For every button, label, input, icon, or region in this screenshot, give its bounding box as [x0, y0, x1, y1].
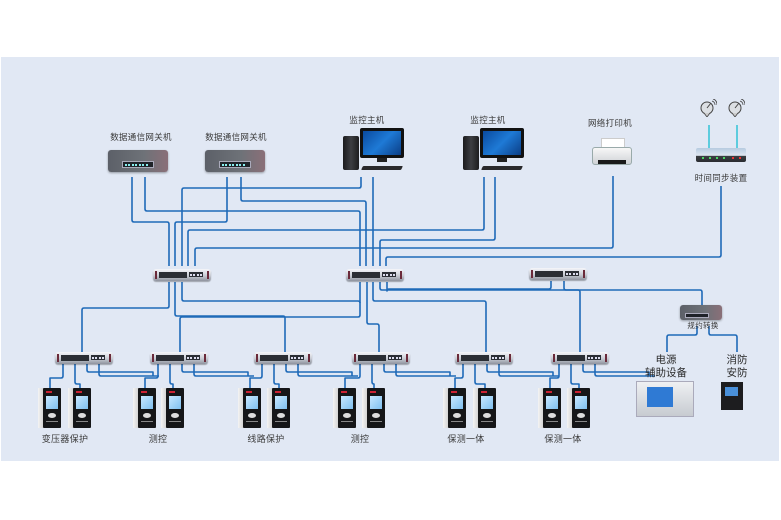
wire — [498, 364, 559, 377]
wire — [486, 364, 554, 376]
gateway-label: 数据通信网关机 — [110, 133, 172, 143]
monitor-label: 监控主机 — [349, 116, 385, 126]
bay-group-label: 测控 — [350, 435, 370, 445]
bay-group-label: 线路保护 — [247, 435, 285, 445]
wire — [386, 281, 552, 292]
wire — [74, 364, 81, 388]
desktop-computer-icon[interactable] — [460, 128, 530, 176]
wire — [297, 364, 358, 377]
wire — [187, 177, 485, 266]
wire — [344, 364, 361, 388]
wire — [594, 364, 655, 377]
wire — [131, 177, 170, 266]
wire — [666, 326, 698, 352]
wire — [385, 186, 722, 266]
protection-relay-icon[interactable] — [238, 388, 262, 428]
network-switch-icon[interactable] — [153, 269, 211, 281]
gateway-device-icon[interactable] — [205, 150, 265, 172]
protocol-converter-label: 规约转换 — [687, 321, 719, 330]
time-sync-label: 时间同步装置 — [694, 174, 748, 184]
fire-security-label-line2: 安防 — [726, 367, 748, 379]
printer-icon[interactable] — [590, 138, 634, 174]
wire — [383, 364, 451, 376]
bay-group-label: 保测一体 — [544, 435, 582, 445]
wire — [174, 177, 228, 266]
protection-relay-icon[interactable] — [161, 388, 185, 428]
wire — [379, 282, 581, 352]
wire — [98, 364, 159, 377]
wire — [240, 177, 367, 266]
monitor-label: 监控主机 — [470, 116, 506, 126]
bay-group-label: 保测一体 — [447, 435, 485, 445]
wire — [570, 364, 580, 388]
wire — [181, 282, 361, 304]
wire — [395, 364, 456, 377]
satellite-dish-icon — [700, 99, 717, 117]
wire — [379, 177, 496, 266]
network-switch-icon[interactable] — [352, 352, 410, 364]
protection-relay-icon[interactable] — [567, 388, 591, 428]
protection-relay-icon[interactable] — [333, 388, 357, 428]
fire-security-label: 消防 安防 — [727, 354, 748, 380]
wire — [285, 364, 353, 376]
desktop-computer-icon[interactable] — [340, 128, 410, 176]
wire — [549, 364, 560, 388]
protection-relay-icon[interactable] — [538, 388, 562, 428]
wire — [273, 364, 280, 388]
wire — [371, 364, 375, 388]
network-switch-icon[interactable] — [455, 352, 513, 364]
wire — [81, 282, 170, 352]
network-switch-icon[interactable] — [346, 269, 404, 281]
wire — [582, 364, 650, 376]
protection-relay-icon[interactable] — [133, 388, 157, 428]
wire — [193, 364, 254, 377]
wire — [563, 281, 703, 305]
printer-label: 网络打印机 — [587, 119, 633, 129]
fire-security-label-line1: 消防 — [726, 354, 748, 366]
wire — [372, 282, 487, 352]
power-aux-label: 电源 辅助设备 — [645, 354, 687, 380]
protection-relay-icon[interactable] — [473, 388, 497, 428]
wire — [144, 364, 159, 388]
wire — [708, 326, 738, 352]
protection-relay-icon[interactable] — [362, 388, 386, 428]
network-switch-icon[interactable] — [55, 352, 113, 364]
wire — [49, 364, 64, 388]
wire — [179, 282, 361, 352]
wire — [86, 364, 154, 376]
satellite-dish-icon — [728, 99, 745, 117]
time-sync-device-icon[interactable] — [696, 148, 746, 162]
wire — [181, 177, 362, 266]
gateway-device-icon[interactable] — [108, 150, 168, 172]
network-switch-icon[interactable] — [529, 268, 587, 280]
protection-relay-icon[interactable] — [267, 388, 291, 428]
network-switch-icon[interactable] — [551, 352, 609, 364]
wire — [181, 364, 249, 376]
protocol-converter-icon[interactable] — [680, 305, 722, 320]
protection-relay-icon[interactable] — [38, 388, 62, 428]
bay-group-label: 测控 — [148, 435, 168, 445]
wire — [454, 364, 464, 388]
bay-group-label: 变压器保护 — [41, 435, 89, 445]
fire-panel-icon[interactable] — [721, 382, 743, 410]
power-panel-icon[interactable] — [636, 381, 694, 417]
wire — [366, 282, 380, 352]
wire — [169, 364, 174, 388]
power-aux-label-line1: 电源 — [655, 354, 677, 366]
gateway-label: 数据通信网关机 — [205, 133, 267, 143]
power-aux-label-line2: 辅助设备 — [645, 367, 687, 379]
wire — [194, 176, 614, 266]
wire — [249, 364, 263, 388]
network-switch-icon[interactable] — [150, 352, 208, 364]
protection-relay-icon[interactable] — [68, 388, 92, 428]
wire — [144, 177, 361, 266]
protection-relay-icon[interactable] — [443, 388, 467, 428]
wire — [474, 364, 486, 388]
network-switch-icon[interactable] — [254, 352, 312, 364]
